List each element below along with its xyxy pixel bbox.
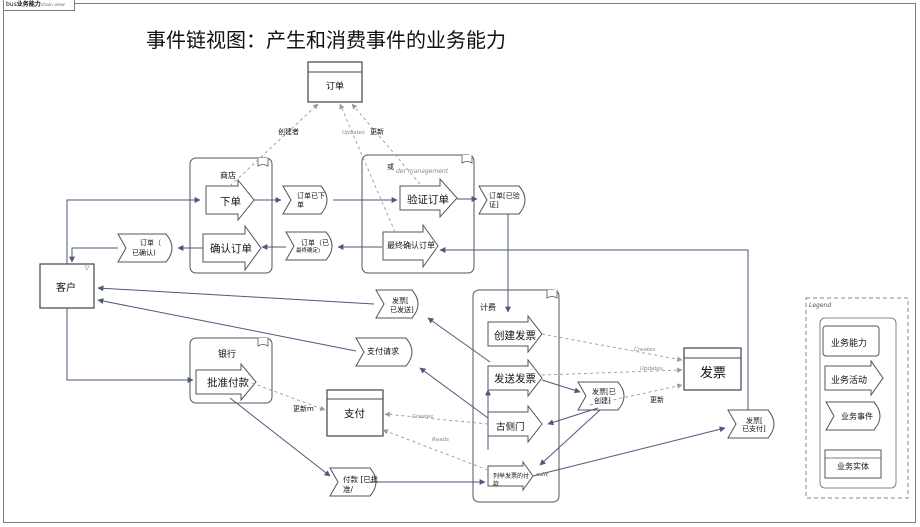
invoice-entity [683,347,742,391]
creates2-relation-label: Creates [412,414,434,420]
update-m-relation-label: 更新m [293,405,314,413]
order-confirmed-label-1: 订单（ [140,239,161,247]
payment-approved-event [329,467,377,497]
send-invoice-label: 发送发票 [494,373,536,385]
payment-entity [326,389,384,437]
customer-entity-label: 客户 [56,283,76,294]
create-invoice-activity [487,314,543,354]
order-final-label-2: 最终确定) [296,248,321,254]
nested-invoice-activity [487,460,534,492]
order-confirmed-label-2: 已确认) [132,249,156,257]
place-order-activity [205,178,255,222]
approve-payment-activity [195,362,257,402]
nested-invoice-label-1: 列举发票的付 [493,473,530,480]
order-placed-label-2: 单 [297,201,304,209]
tab-prefix: bus [6,1,17,8]
legend-activity-label: 业务活动 [831,376,868,386]
payment-approved-label-1: 付款 [已批 [343,475,379,484]
data-relations [229,103,683,471]
place-order-label: 下单 [220,196,241,208]
event-shapes [117,185,775,497]
order-placed-label-1: 订单已下 [297,192,325,200]
payment-approved-label-2: 准/ [343,485,354,494]
updates-relation-label: Updates [342,130,365,136]
bank-label: 银行 [218,350,237,360]
invoice-paid-event [727,409,775,439]
invoice-sent-label-2: 已发送] [390,306,414,314]
order-validated-event [478,185,526,215]
ancient-dept-activity [487,404,543,444]
customer-entity [39,263,95,309]
order-mgmt-en-label: der management [396,168,449,175]
order-final-event [285,231,333,261]
update-relation-label: 更新 [370,128,384,136]
confirm-order-label: 确认订单 [210,243,252,255]
diagram-tab[interactable]: bus业务能力chain view [3,0,75,11]
invoice-sent-label-1: 发票[ [392,297,409,305]
creator-relation-label: 创建者 [278,128,299,136]
payment-request-event [355,337,413,367]
diagram-frame [3,3,916,523]
invoice-created-label-2: 创建] [594,397,611,405]
validate-order-label: 验证订单 [407,194,449,206]
order-validated-label-1: 订单[已验 [489,192,520,200]
payment-entity-label: 支付 [344,408,365,420]
order-entity-label: 订单 [326,82,345,92]
order-final-label-1: 订单（已 [301,239,329,247]
invoice-paid-label-2: 已支付] [742,425,766,433]
invoice-created-label-1: 发票[已 [592,388,616,396]
page-title: 事件链视图：产生和消费事件的业务能力 [146,28,506,52]
invoice-entity-label: 发票 [700,366,727,381]
legend-entity-label: 业务实体 [837,462,869,471]
payment-request-label: 支付请求 [367,347,399,356]
edit-stray-label: edit [536,472,549,478]
billing-label: 计费 [480,303,496,312]
legend-box [805,297,909,499]
order-placed-event [282,185,328,215]
activity-shapes [195,177,543,492]
tab-title: 业务能力 [16,1,41,8]
nested-invoice-label-2: 款 [493,481,500,488]
creates-relation-label: Creates [634,347,656,353]
legend-capability-label: 业务能力 [831,339,868,349]
final-confirm-label: 最终确认订单 [387,241,435,250]
reads-relation-label: Reads [432,437,449,443]
create-invoice-label: 创建发票 [494,330,536,342]
ancient-dept-label: 古侧门 [496,422,525,433]
final-confirm-activity [382,223,439,269]
order-mgmt-or-label: 或 [387,163,394,171]
updates2-relation-label: Updates [640,366,663,372]
store-label: 商店 [220,171,236,180]
legend-title: Legend [809,302,832,309]
send-invoice-activity [487,358,543,398]
order-entity [307,61,363,103]
update2-relation-label: 更新 [650,396,664,404]
order-validated-label-2: 证] [489,201,499,209]
invoice-sent-event [375,289,419,319]
validate-order-activity [399,177,458,219]
approve-payment-label: 批准付款 [207,377,249,389]
flow-connectors [66,196,749,485]
tab-suffix: chain view [40,3,65,8]
order-confirmed-event [117,233,173,263]
legend-event-label: 业务事件 [841,412,873,421]
confirm-order-activity [202,224,262,272]
invoice-paid-label-1: 发票[ [746,417,763,425]
